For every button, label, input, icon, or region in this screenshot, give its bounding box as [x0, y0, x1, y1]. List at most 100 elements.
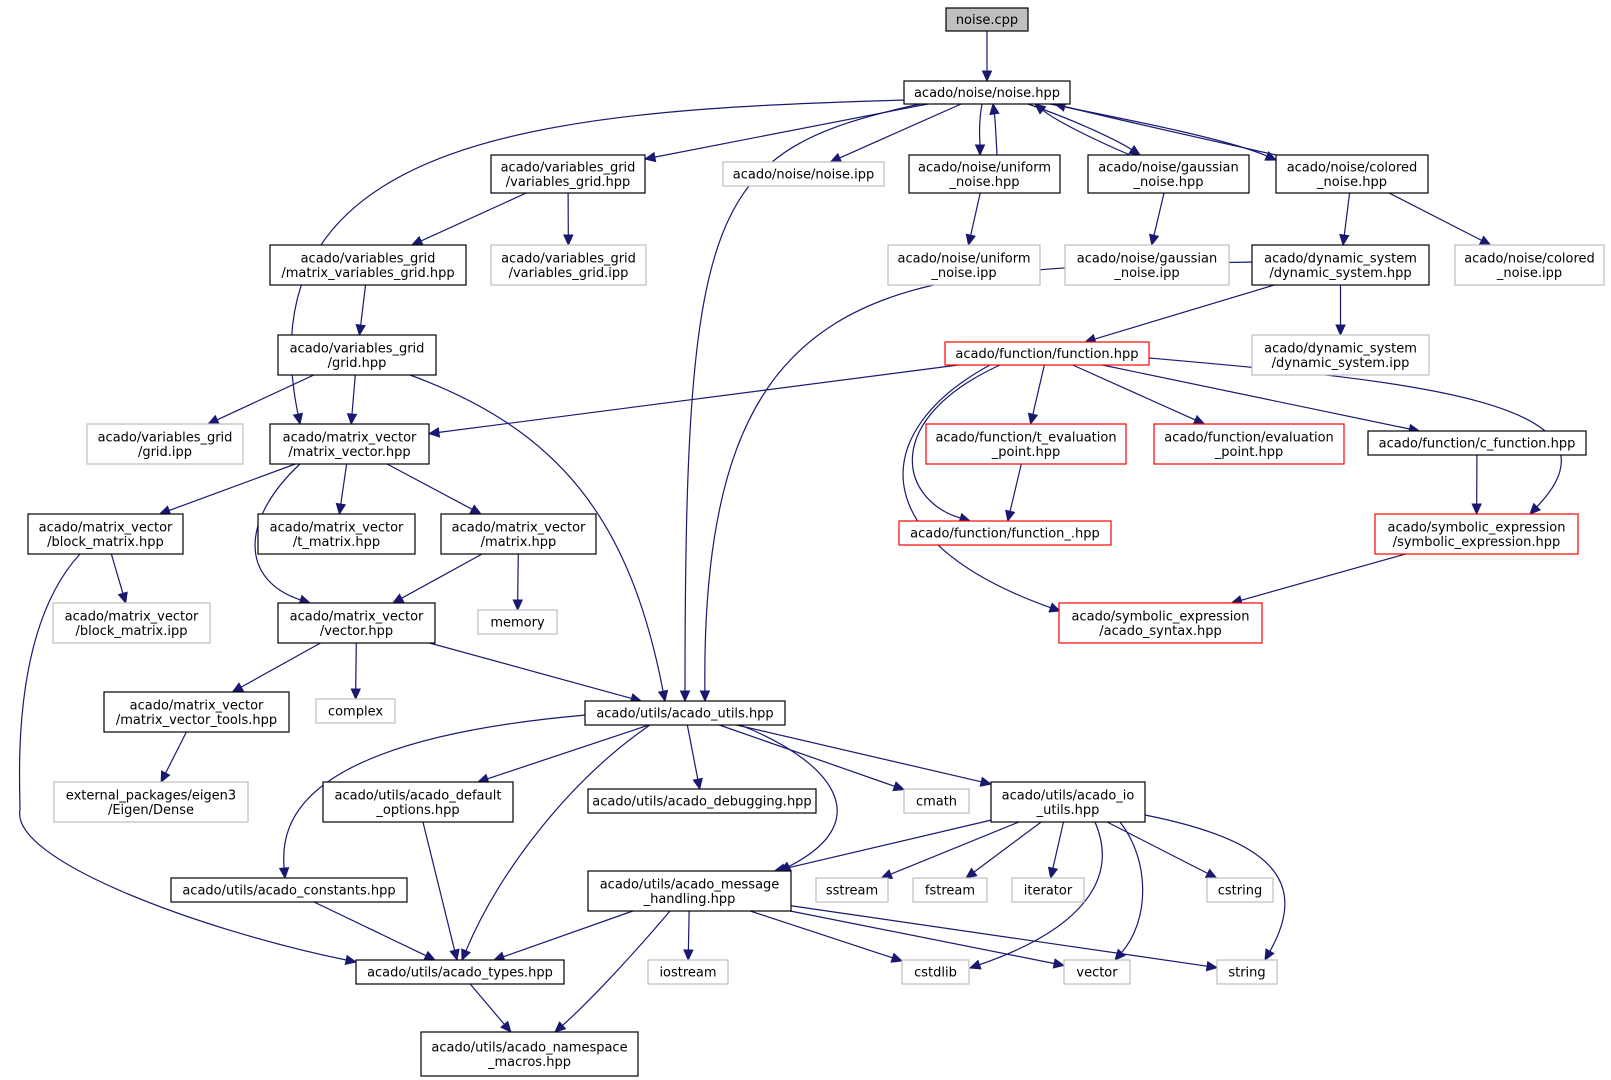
node-gaussian-ipp[interactable]: acado/noise/gaussian_noise.ipp [1064, 244, 1230, 286]
node-ds-ipp[interactable]: acado/dynamic_system/dynamic_system.ipp [1251, 334, 1430, 376]
node-utils-hpp[interactable]: acado/utils/acado_utils.hpp [584, 700, 786, 726]
node-box[interactable] [1064, 244, 1230, 286]
node-box[interactable] [944, 341, 1150, 366]
node-types-hpp[interactable]: acado/utils/acado_types.hpp [355, 959, 565, 985]
node-box[interactable] [1374, 513, 1579, 555]
node-box[interactable] [257, 513, 416, 555]
node-box[interactable] [27, 513, 184, 555]
node-complex[interactable]: complex [315, 698, 396, 724]
node-box[interactable] [103, 691, 290, 733]
node-grid-hpp[interactable]: acado/variables_grid/grid.hpp [277, 334, 437, 376]
node-eigen[interactable]: external_packages/eigen3/Eigen/Dense [53, 781, 249, 823]
node-mvg-hpp[interactable]: acado/variables_grid/matrix_variables_gr… [269, 244, 467, 286]
node-box[interactable] [587, 788, 817, 814]
node-tep-hpp[interactable]: acado/function/t_evaluation_point.hpp [925, 423, 1127, 465]
node-noise-ipp[interactable]: acado/noise/noise.ipp [722, 161, 885, 187]
node-debug-hpp[interactable]: acado/utils/acado_debugging.hpp [587, 788, 817, 814]
node-box[interactable] [269, 244, 467, 286]
node-box[interactable] [490, 154, 646, 194]
node-mvt-hpp[interactable]: acado/matrix_vector/matrix_vector_tools.… [103, 691, 290, 733]
node-noise-cpp[interactable]: noise.cpp [945, 7, 1029, 32]
node-box[interactable] [170, 877, 408, 903]
node-box[interactable] [322, 781, 514, 823]
node-box[interactable] [898, 520, 1112, 546]
node-box[interactable] [1251, 334, 1430, 376]
node-gaussian-hpp[interactable]: acado/noise/gaussian_noise.hpp [1087, 154, 1250, 194]
node-fstream[interactable]: fstream [912, 877, 988, 903]
node-box[interactable] [1087, 154, 1250, 194]
node-bm-hpp[interactable]: acado/matrix_vector/block_matrix.hpp [27, 513, 184, 555]
node-vg-ipp[interactable]: acado/variables_grid/variables_grid.ipp [490, 244, 647, 286]
node-box[interactable] [1011, 877, 1085, 903]
node-box[interactable] [490, 244, 647, 286]
node-cfun-hpp[interactable]: acado/function/c_function.hpp [1367, 430, 1587, 456]
node-box[interactable] [355, 959, 565, 985]
node-msg-hpp[interactable]: acado/utils/acado_message_handling.hpp [587, 870, 792, 912]
node-box[interactable] [990, 781, 1146, 823]
node-colored-ipp[interactable]: acado/noise/colored_noise.ipp [1454, 244, 1605, 286]
node-box[interactable] [53, 781, 249, 823]
node-box[interactable] [1367, 430, 1587, 456]
node-colored-hpp[interactable]: acado/noise/colored_noise.hpp [1275, 154, 1429, 194]
node-ep-hpp[interactable]: acado/function/evaluation_point.hpp [1153, 423, 1345, 465]
node-box[interactable] [420, 1031, 639, 1077]
node-box[interactable] [1275, 154, 1429, 194]
node-box[interactable] [477, 609, 558, 635]
node-tm-hpp[interactable]: acado/matrix_vector/t_matrix.hpp [257, 513, 416, 555]
node-mv-hpp[interactable]: acado/matrix_vector/matrix_vector.hpp [269, 423, 430, 465]
node-iostream[interactable]: iostream [647, 959, 729, 985]
node-box[interactable] [912, 877, 988, 903]
node-box[interactable] [269, 423, 430, 465]
node-function-hpp[interactable]: acado/function/function.hpp [944, 341, 1150, 366]
node-se-hpp[interactable]: acado/symbolic_expression/symbolic_expre… [1374, 513, 1579, 555]
node-matrix-hpp[interactable]: acado/matrix_vector/matrix.hpp [440, 513, 597, 555]
node-string[interactable]: string [1216, 959, 1278, 985]
node-box[interactable] [277, 602, 436, 644]
node-box[interactable] [1251, 244, 1430, 286]
node-vector[interactable]: vector [1063, 959, 1131, 985]
node-box[interactable] [908, 154, 1061, 194]
node-ds-hpp[interactable]: acado/dynamic_system/dynamic_system.hpp [1251, 244, 1430, 286]
node-box[interactable] [440, 513, 597, 555]
node-box[interactable] [647, 959, 729, 985]
node-box[interactable] [1153, 423, 1345, 465]
node-box[interactable] [722, 161, 885, 187]
node-cstring[interactable]: cstring [1206, 877, 1274, 903]
node-fun--hpp[interactable]: acado/function/function_.hpp [898, 520, 1112, 546]
node-box[interactable] [1058, 602, 1263, 644]
node-box[interactable] [903, 80, 1071, 105]
node-iterator[interactable]: iterator [1011, 877, 1085, 903]
node-bm-ipp[interactable]: acado/matrix_vector/block_matrix.ipp [52, 602, 211, 644]
node-box[interactable] [315, 698, 396, 724]
node-box[interactable] [901, 959, 970, 985]
node-memory[interactable]: memory [477, 609, 558, 635]
node-box[interactable] [1454, 244, 1605, 286]
node-grid-ipp[interactable]: acado/variables_grid/grid.ipp [86, 423, 244, 465]
node-box[interactable] [1216, 959, 1278, 985]
node-uniform-hpp[interactable]: acado/noise/uniform_noise.hpp [908, 154, 1061, 194]
node-uniform-ipp[interactable]: acado/noise/uniform_noise.ipp [887, 244, 1041, 286]
node-box[interactable] [945, 7, 1029, 32]
node-vg-hpp[interactable]: acado/variables_grid/variables_grid.hpp [490, 154, 646, 194]
node-box[interactable] [587, 870, 792, 912]
node-const-hpp[interactable]: acado/utils/acado_constants.hpp [170, 877, 408, 903]
node-noise-hpp[interactable]: acado/noise/noise.hpp [903, 80, 1071, 105]
node-sstream[interactable]: sstream [815, 877, 889, 903]
node-cmath[interactable]: cmath [903, 788, 970, 814]
node-box[interactable] [925, 423, 1127, 465]
node-defopt-hpp[interactable]: acado/utils/acado_default_options.hpp [322, 781, 514, 823]
node-io-hpp[interactable]: acado/utils/acado_io_utils.hpp [990, 781, 1146, 823]
node-box[interactable] [584, 700, 786, 726]
node-box[interactable] [887, 244, 1041, 286]
node-syntax-hpp[interactable]: acado/symbolic_expression/acado_syntax.h… [1058, 602, 1263, 644]
node-box[interactable] [52, 602, 211, 644]
node-box[interactable] [903, 788, 970, 814]
node-box[interactable] [1063, 959, 1131, 985]
node-box[interactable] [1206, 877, 1274, 903]
node-cstdlib[interactable]: cstdlib [901, 959, 970, 985]
node-ns-hpp[interactable]: acado/utils/acado_namespace_macros.hpp [420, 1031, 639, 1077]
node-box[interactable] [86, 423, 244, 465]
node-box[interactable] [815, 877, 889, 903]
node-box[interactable] [277, 334, 437, 376]
node-vector-hpp[interactable]: acado/matrix_vector/vector.hpp [277, 602, 436, 644]
